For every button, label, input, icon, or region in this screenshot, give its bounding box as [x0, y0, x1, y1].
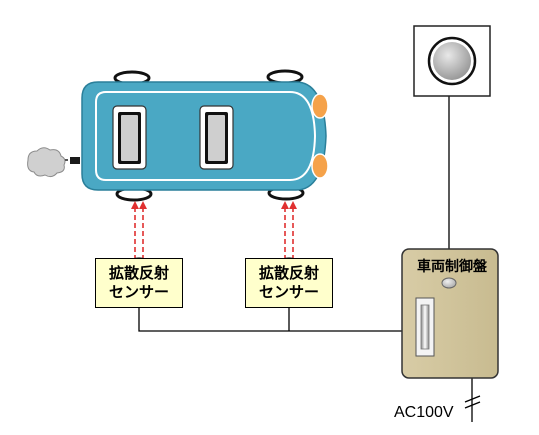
car-trim: [95, 91, 317, 181]
power-label: AC100V: [394, 404, 454, 421]
headlight-top-icon: [311, 93, 329, 119]
wall-lamp: [413, 25, 491, 97]
wire-sensors-to-panel: [138, 307, 402, 332]
wiring: [138, 96, 481, 422]
window-front: [199, 105, 234, 170]
window-rear: [112, 105, 147, 170]
sensor-beam-1: [131, 201, 147, 258]
power-break-mark-1: [464, 395, 481, 403]
sensor-label-2-line-1: 拡散反射: [258, 264, 319, 282]
sensor-label-2: 拡散反射 センサー: [245, 258, 333, 308]
panel-switch-slot: [420, 304, 430, 350]
tail-bar: [70, 157, 80, 164]
sensor-label-2-line-2: センサー: [258, 283, 319, 301]
panel-indicator-icon: [441, 277, 457, 289]
sensor-label-1-line-2: センサー: [108, 283, 169, 301]
sensor-label-1-line-1: 拡散反射: [108, 264, 169, 282]
wheel-front-top-icon: [266, 69, 304, 85]
power-break-mark-2: [464, 401, 481, 409]
headlight-bottom-icon: [311, 153, 329, 179]
control-panel: [401, 248, 499, 379]
car-top-view: [27, 69, 329, 202]
control-panel-title: 車両制御盤: [417, 259, 487, 275]
sensor-beam-2: [281, 201, 297, 258]
exhaust-smoke-icon: [27, 147, 78, 178]
sensor-label-1: 拡散反射 センサー: [95, 258, 183, 308]
